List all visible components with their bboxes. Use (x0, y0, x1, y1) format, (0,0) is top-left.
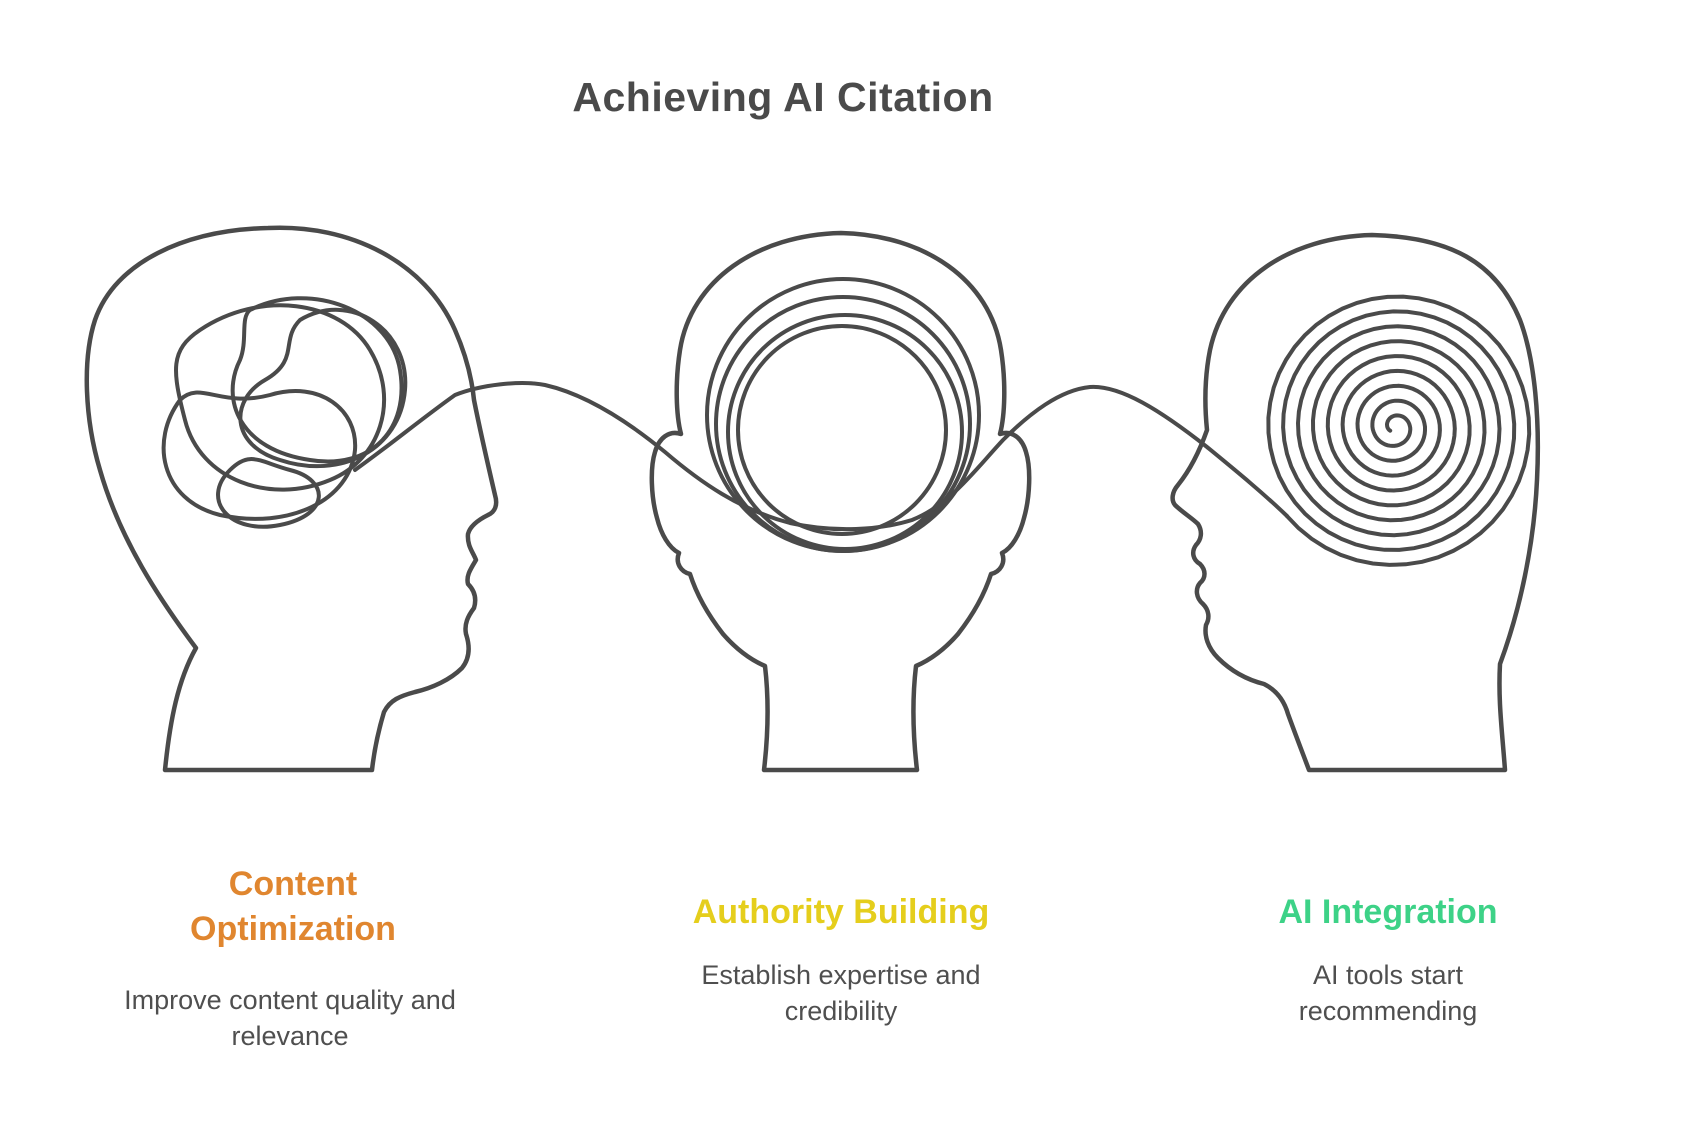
loose-rings-scribble (705, 277, 981, 553)
tangle-scribble (161, 296, 408, 529)
column-subtitle-content-optimization: Improve content quality and relevance (124, 985, 456, 1051)
tangled-head-shape (84, 225, 499, 773)
page-title: Achieving AI Citation (572, 74, 994, 120)
column-heading-content-optimization: Content Optimization (190, 865, 396, 948)
column-subtitle-ai-integration: AI tools start recommending (1298, 960, 1478, 1026)
loosening-head-shape (649, 230, 1032, 773)
spiral-head-shape (1170, 232, 1541, 773)
column-heading-authority-building: Authority Building (692, 893, 990, 931)
column-heading-ai-integration: AI Integration (1278, 893, 1498, 931)
column-subtitle-authority-building: Establish expertise and credibility (701, 960, 981, 1026)
connecting-thread (353, 381, 1289, 532)
spiral-scribble (1266, 294, 1532, 567)
